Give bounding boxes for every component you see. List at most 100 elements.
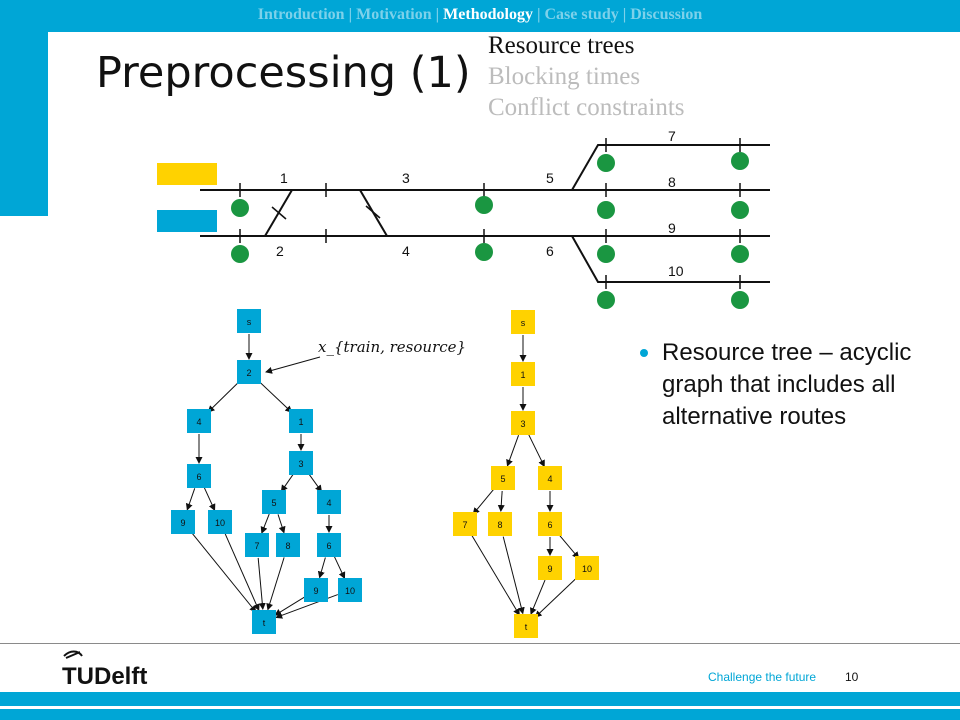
signal-lights [231,152,749,309]
train-marker-yellow [157,163,217,185]
annotation-label: x_{train, resource} [318,338,466,356]
nav-item-methodology[interactable]: Methodology [443,6,533,23]
tree-edge [530,579,546,615]
track-section-labels: 1 2 3 4 5 6 7 8 9 10 [276,128,684,279]
tree-node-label: 6 [196,472,201,482]
tree-node-label: 6 [326,541,331,551]
footer-divider [0,643,960,644]
resource-tree-yellow: s 1 3 5 4 7 8 6 9 10 t [453,310,599,638]
tree-node [511,362,535,386]
tree-edge [258,380,293,413]
tudelft-logo: TUDelft [62,650,147,690]
tree-node-label: 9 [547,564,552,574]
tree-node [276,533,300,557]
nav-separator: | [622,6,631,23]
tree-node [252,610,276,634]
nav-separator: | [536,6,545,23]
tree-node-label: 9 [180,518,185,528]
track-insulation-marks [239,138,741,289]
tree-node-label: 8 [497,520,502,530]
tree-node [538,466,562,490]
bottom-bar [0,692,960,720]
section-label: 7 [668,128,676,144]
tree-node-label: 3 [520,419,525,429]
tree-node-label: 10 [582,564,592,574]
tree-node-label: t [525,622,528,632]
nav-separator: | [348,6,357,23]
tree-edge [260,513,270,534]
top-bar [0,0,960,32]
footer-slogan: Challenge the future [708,670,817,684]
tree-node [488,512,512,536]
tree-node [171,510,195,534]
tree-node [208,510,232,534]
tree-node-label: 2 [246,368,251,378]
tree-node-label: t [263,618,266,628]
tree-node [317,490,341,514]
tree-node-label: 9 [313,586,318,596]
tree-node-label: s [521,318,526,328]
tree-edge [190,531,257,613]
nav-item-discussion[interactable]: Discussion [630,6,703,23]
track-layout [200,144,770,283]
tree-node [262,490,286,514]
svg-text:TUDelft: TUDelft [62,663,147,690]
tree-node [514,614,538,638]
section-label: 1 [280,170,288,186]
subtopic-upcoming: Conflict constraints [488,94,685,121]
tree-node-label: 10 [345,586,355,596]
tree-edge [497,490,505,513]
tree-node [304,578,328,602]
tree-node-label: 1 [520,370,525,380]
tree-node [511,310,535,334]
tree-node [237,309,261,333]
tree-node-label: 7 [462,520,467,530]
tree-node [187,409,211,433]
tree-node-label: 4 [326,498,331,508]
slide-title: Preprocessing (1) [96,48,471,98]
tree-node [187,464,211,488]
train-marker-blue [157,210,217,232]
tree-node [289,409,313,433]
bottom-bar-stripe [0,706,960,709]
tree-node-label: 10 [215,518,225,528]
tree-node [317,533,341,557]
bullet-dot [640,349,648,357]
section-label: 6 [546,243,554,259]
section-label: 2 [276,243,284,259]
tree-edge [277,514,286,534]
tree-node [453,512,477,536]
side-accent-bar [0,32,48,216]
tree-node [289,451,313,475]
bullet-text: Resource tree – acyclic graph that inclu… [662,339,912,430]
tree-edge [502,536,525,615]
tree-node-label: 5 [500,474,505,484]
section-label: 3 [402,170,410,186]
page-number: 10 [845,670,859,684]
tree-edge [557,533,580,559]
nav-item-motivation[interactable]: Motivation [356,6,432,23]
section-label: 9 [668,220,676,236]
tree-edge [308,473,323,493]
tree-edge [257,557,266,611]
tree-edge [266,557,285,611]
tree-node [575,556,599,580]
section-label: 10 [668,263,684,279]
annotation-arrow [265,356,321,374]
section-label: 5 [546,170,554,186]
tree-node-label: 4 [547,474,552,484]
tree-edge [506,435,520,467]
tree-node [338,578,362,602]
subtopic-upcoming: Blocking times [488,63,641,90]
tree-node-label: 1 [298,417,303,427]
tree-node [491,466,515,490]
tree-node-label: 6 [547,520,552,530]
section-navigation: Introduction | Motivation | Methodology … [0,6,960,24]
nav-separator: | [435,6,444,23]
subtopic-current: Resource trees [488,32,635,59]
tree-node [237,360,261,384]
nav-item-case-study[interactable]: Case study [544,6,619,23]
nav-item-introduction[interactable]: Introduction [257,6,345,23]
